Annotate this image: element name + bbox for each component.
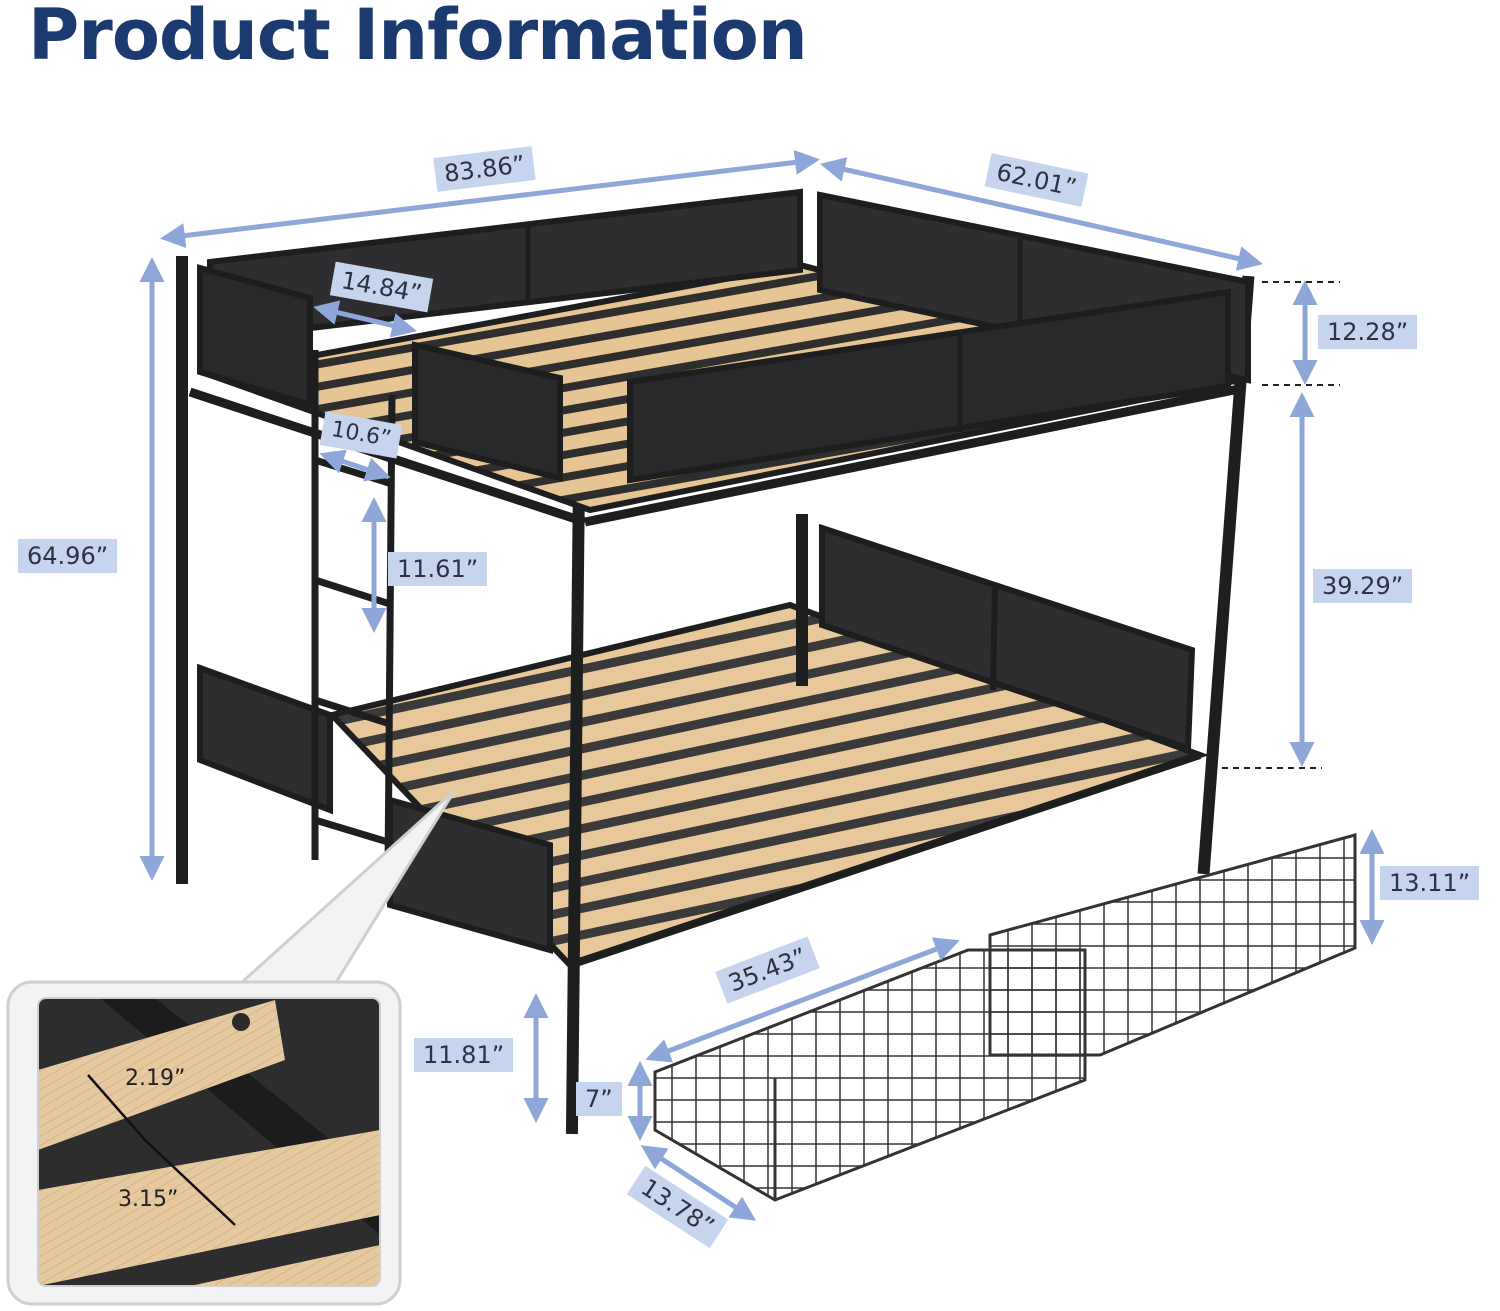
dimension-arrows — [139, 149, 1385, 1221]
slat-width-label: 2.19” — [125, 1066, 186, 1091]
drawer-front — [653, 948, 1087, 1202]
upper-front-panel — [627, 288, 1231, 484]
storage-drawers — [653, 833, 1357, 1202]
slat-detail-inset — [6, 788, 457, 1306]
page-title: Product Information — [28, 0, 808, 76]
lower-bunk — [197, 523, 1210, 969]
lower-foot-panel — [197, 663, 333, 815]
floor-clearance-label: 11.81” — [414, 1038, 514, 1072]
ladder-step-spacing-label: 11.61” — [388, 552, 488, 586]
drawer-depth-label: 7” — [576, 1082, 622, 1116]
bunk-clearance-label: 39.29” — [1313, 569, 1413, 603]
overall-height-label: 64.96” — [18, 539, 118, 573]
lower-head-panel — [819, 523, 1196, 753]
upper-ladder-side-panel — [412, 341, 563, 482]
reference-lines — [1222, 281, 1340, 769]
slat-gap-label: 3.15” — [118, 1187, 179, 1212]
guardrail-height-label: 12.28” — [1318, 315, 1418, 349]
upper-end-panel — [197, 264, 313, 410]
drawer-height-label: 13.11” — [1380, 866, 1480, 900]
